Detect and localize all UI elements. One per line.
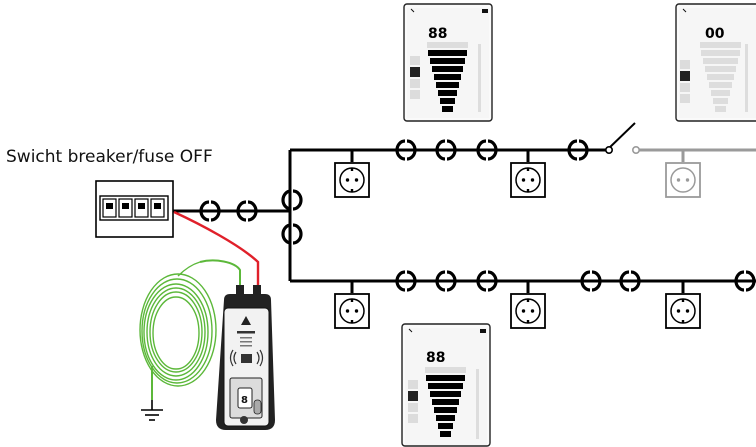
receiver-top-left: 88 bbox=[403, 3, 493, 122]
sockets bbox=[334, 162, 701, 329]
receiver-bottom: 88 bbox=[401, 323, 491, 447]
signal-bars-top-right bbox=[700, 42, 741, 112]
wiring bbox=[173, 122, 756, 293]
switch-contact bbox=[604, 146, 613, 155]
receiver-reading-bottom: 88 bbox=[426, 350, 445, 366]
dead-section bbox=[631, 146, 756, 198]
receiver-reading-top-left: 88 bbox=[428, 26, 447, 42]
signal-bars-bottom bbox=[425, 367, 466, 437]
breaker-panel bbox=[95, 180, 174, 238]
svg-text:8: 8 bbox=[241, 395, 248, 406]
breaker-caption: Swicht breaker/fuse OFF bbox=[6, 147, 213, 167]
receiver-top-right: 00 bbox=[675, 3, 756, 122]
test-leads bbox=[173, 210, 260, 292]
signal-bars-top-left bbox=[427, 42, 468, 112]
receiver-reading-top-right: 00 bbox=[705, 26, 725, 42]
transmitter-device: 8 bbox=[216, 285, 275, 430]
ground-icon bbox=[141, 400, 163, 421]
green-lead-coil bbox=[139, 261, 217, 400]
